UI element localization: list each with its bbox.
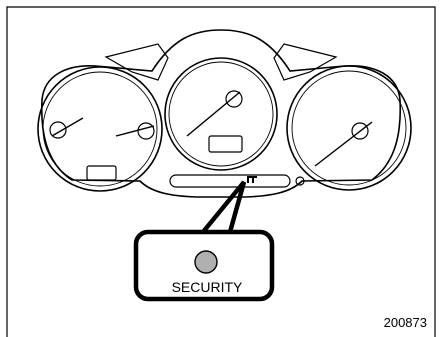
cluster-housing <box>40 29 402 198</box>
figure-frame <box>6 6 436 337</box>
right-gauge <box>286 65 412 191</box>
right-gauge-needle <box>314 121 373 167</box>
left-gauge-needle-left <box>51 117 84 137</box>
callout-leader <box>201 180 247 234</box>
left-gauge-needle-hub-right <box>137 122 155 140</box>
center-gauge-display <box>208 135 243 153</box>
figure-number: 200873 <box>384 315 427 330</box>
left-gauge-display <box>86 165 117 181</box>
right-gauge-needle-hub <box>351 122 369 140</box>
center-gauge-needle-hub <box>225 90 243 108</box>
small-indicator-icon <box>295 176 305 186</box>
center-gauge <box>164 57 278 171</box>
indicator-strip <box>169 174 305 188</box>
security-indicator-lamp-icon <box>247 176 257 183</box>
center-gauge-needle <box>186 91 241 137</box>
callout-label: SECURITY <box>172 279 243 295</box>
left-gauge-needle-hub-left <box>49 121 67 139</box>
left-gauge <box>37 66 163 192</box>
right-top-panel <box>273 43 338 81</box>
left-top-panel <box>104 43 169 81</box>
security-indicator-light-icon <box>194 250 218 274</box>
left-gauge-needle-right <box>115 125 155 137</box>
